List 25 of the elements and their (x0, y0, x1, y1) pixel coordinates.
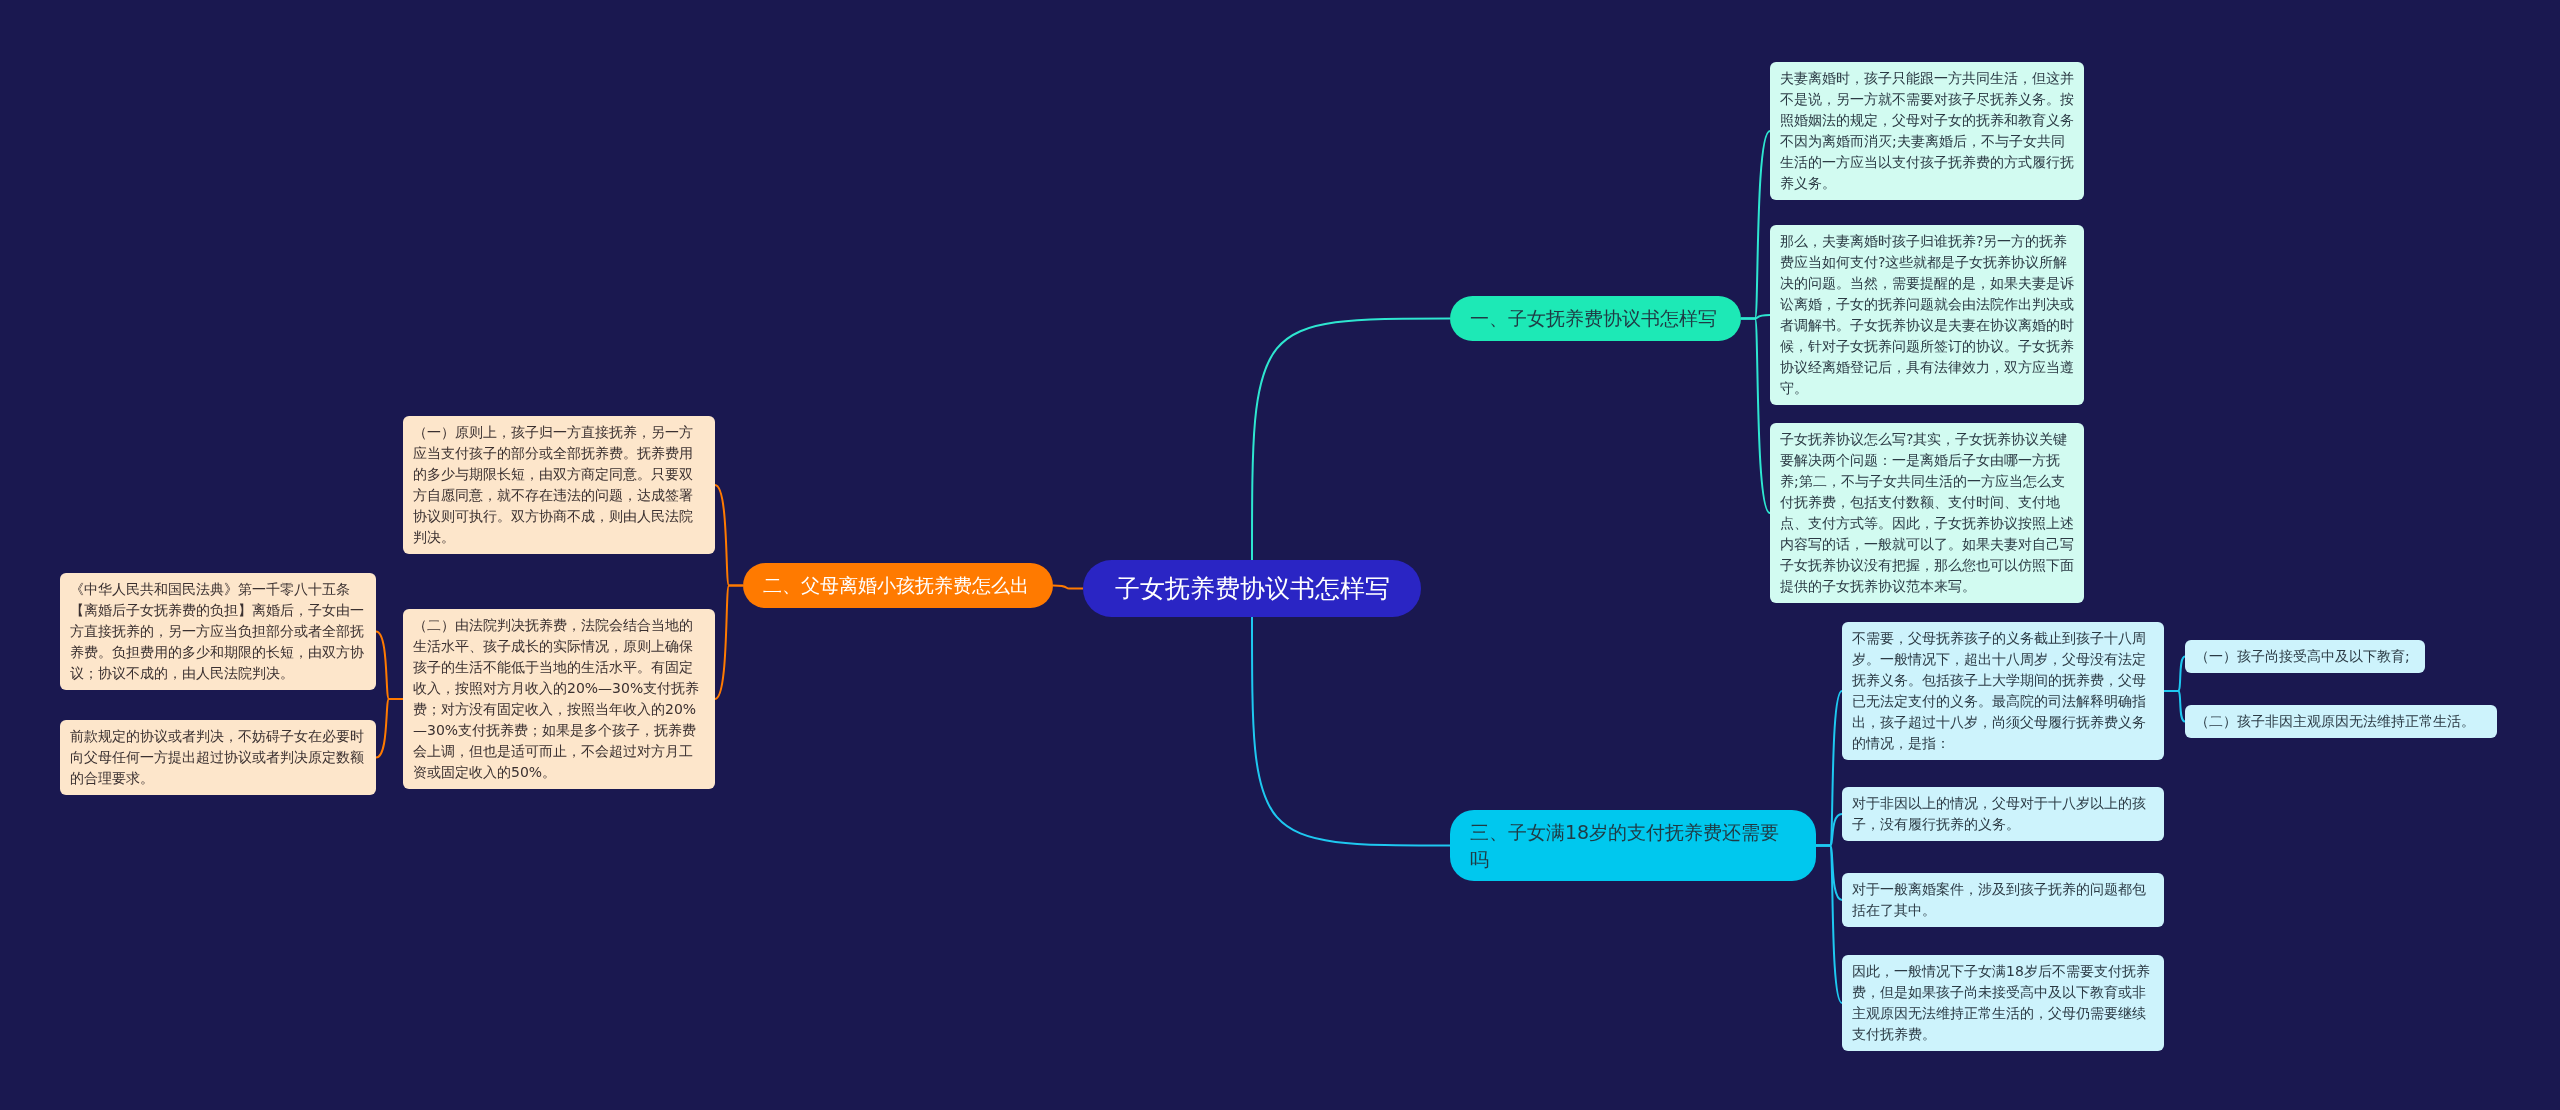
branch-topic: 三、子女满18岁的支付抚养费还需要吗 (1450, 810, 1816, 882)
note-card: 子女抚养协议怎么写?其实，子女抚养协议关键要解决两个问题：一是离婚后子女由哪一方抚养;第二，不与子女共同生活的一方应当怎么支付抚养费，包括支付数额、支付时间、支付地点、支付方式等。因此，子女抚养协议按照上述内容写的话，一般就可以了。如果夫妻对自己写子女抚养协议没有把握，那么您也可以仿照下面提供的子女抚养协议范本来写。 (1770, 423, 2084, 603)
note-card: （一）原则上，孩子归一方直接抚养，另一方应当支付孩子的部分或全部抚养费。抚养费用的多少与期限长短，由双方商定同意。只要双方自愿同意，就不存在违法的问题，达成签署协议则可执行。双方协商不成，则由人民法院判决。 (403, 416, 715, 554)
note-card: （一）孩子尚接受高中及以下教育; (2185, 640, 2425, 673)
connector-line (1815, 844, 1843, 1004)
connector-line (1251, 317, 1451, 561)
note-card: 不需要，父母抚养孩子的义务截止到孩子十八周岁。一般情况下，超出十八周岁，父母没有法定抚养义务。包括孩子上大学期间的抚养费，父母已无法定支付的义务。最高院的司法解释明确指出，孩子超过十八岁，尚须父母履行抚养费义务的情况，是指： (1842, 622, 2164, 760)
note-card: 对于非因以上的情况，父母对于十八岁以上的孩子，没有履行抚养的义务。 (1842, 787, 2164, 841)
connector-line (1251, 616, 1451, 847)
branch-topic: 二、父母离婚小孩抚养费怎么出 (743, 563, 1053, 608)
connector-line (1740, 317, 1771, 514)
connector-line (1052, 584, 1084, 590)
connector-line (714, 584, 744, 700)
note-card: 《中华人民共和国民法典》第一千零八十五条【离婚后子女抚养费的负担】离婚后，子女由一方直接抚养的，另一方应当负担部分或者全部抚养费。负担费用的多少和期限的长短，由双方协议；协议不成的，由人民法院判决。 (60, 573, 376, 690)
note-card: 对于一般离婚案件，涉及到孩子抚养的问题都包括在了其中。 (1842, 873, 2164, 927)
note-card: （二）孩子非因主观原因无法维持正常生活。 (2185, 705, 2497, 738)
connector-line (375, 698, 404, 759)
note-card: 夫妻离婚时，孩子只能跟一方共同生活，但这并不是说，另一方就不需要对孩子尽抚养义务。按照婚姻法的规定，父母对子女的抚养和教育义务不因为离婚而消灭;夫妻离婚后，不与子女共同生活的一方应当以支付孩子抚养费的方式履行抚养义务。 (1770, 62, 2084, 200)
note-card: 因此，一般情况下子女满18岁后不需要支付抚养费，但是如果孩子尚未接受高中及以下教育或非主观原因无法维持正常生活的，父母仍需要继续支付抚养费。 (1842, 955, 2164, 1051)
note-card: （二）由法院判决抚养费，法院会结合当地的生活水平、孩子成长的实际情况，原则上确保孩子的生活不能低于当地的生活水平。有固定收入，按照对方月收入的20%—30%支付抚养费；对方没有固定收入，按照当年收入的20%—30%支付抚养费；如果是多个孩子，抚养费会上调，但也是适可而止，不会超过对方月工资或固定收入的50%。 (403, 609, 715, 789)
central-topic: 子女抚养费协议书怎样写 (1083, 560, 1421, 617)
note-card: 前款规定的协议或者判决，不妨碍子女在必要时向父母任何一方提出超过协议或者判决原定数额的合理要求。 (60, 720, 376, 795)
branch-topic: 一、子女抚养费协议书怎样写 (1450, 296, 1741, 341)
note-card: 那么，夫妻离婚时孩子归谁抚养?另一方的抚养费应当如何支付?这些就都是子女抚养协议所解决的问题。当然，需要提醒的是，如果夫妻是诉讼离婚，子女的抚养问题就会由法院作出判决或者调解书。子女抚养协议是夫妻在协议离婚的时候，针对子女抚养问题所签订的协议。子女抚养协议经离婚登记后，具有法律效力，双方应当遵守。 (1770, 225, 2084, 405)
connector-line (2163, 690, 2186, 723)
